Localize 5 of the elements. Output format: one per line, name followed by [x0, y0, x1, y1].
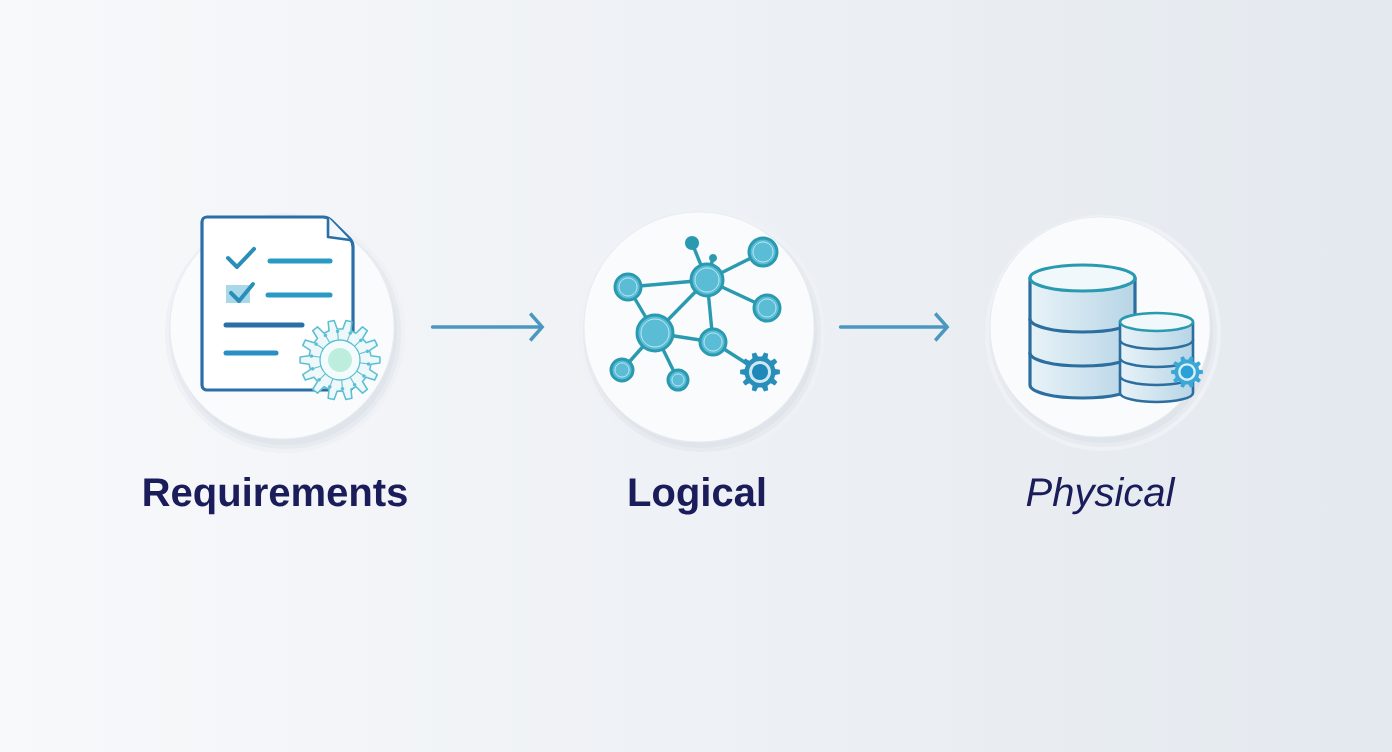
arrow: [430, 312, 545, 342]
stage-label: Requirements: [144, 477, 407, 515]
stage-label: Physical: [1026, 477, 1176, 515]
stage-label: Logical: [629, 477, 765, 515]
arrow: [838, 312, 950, 342]
